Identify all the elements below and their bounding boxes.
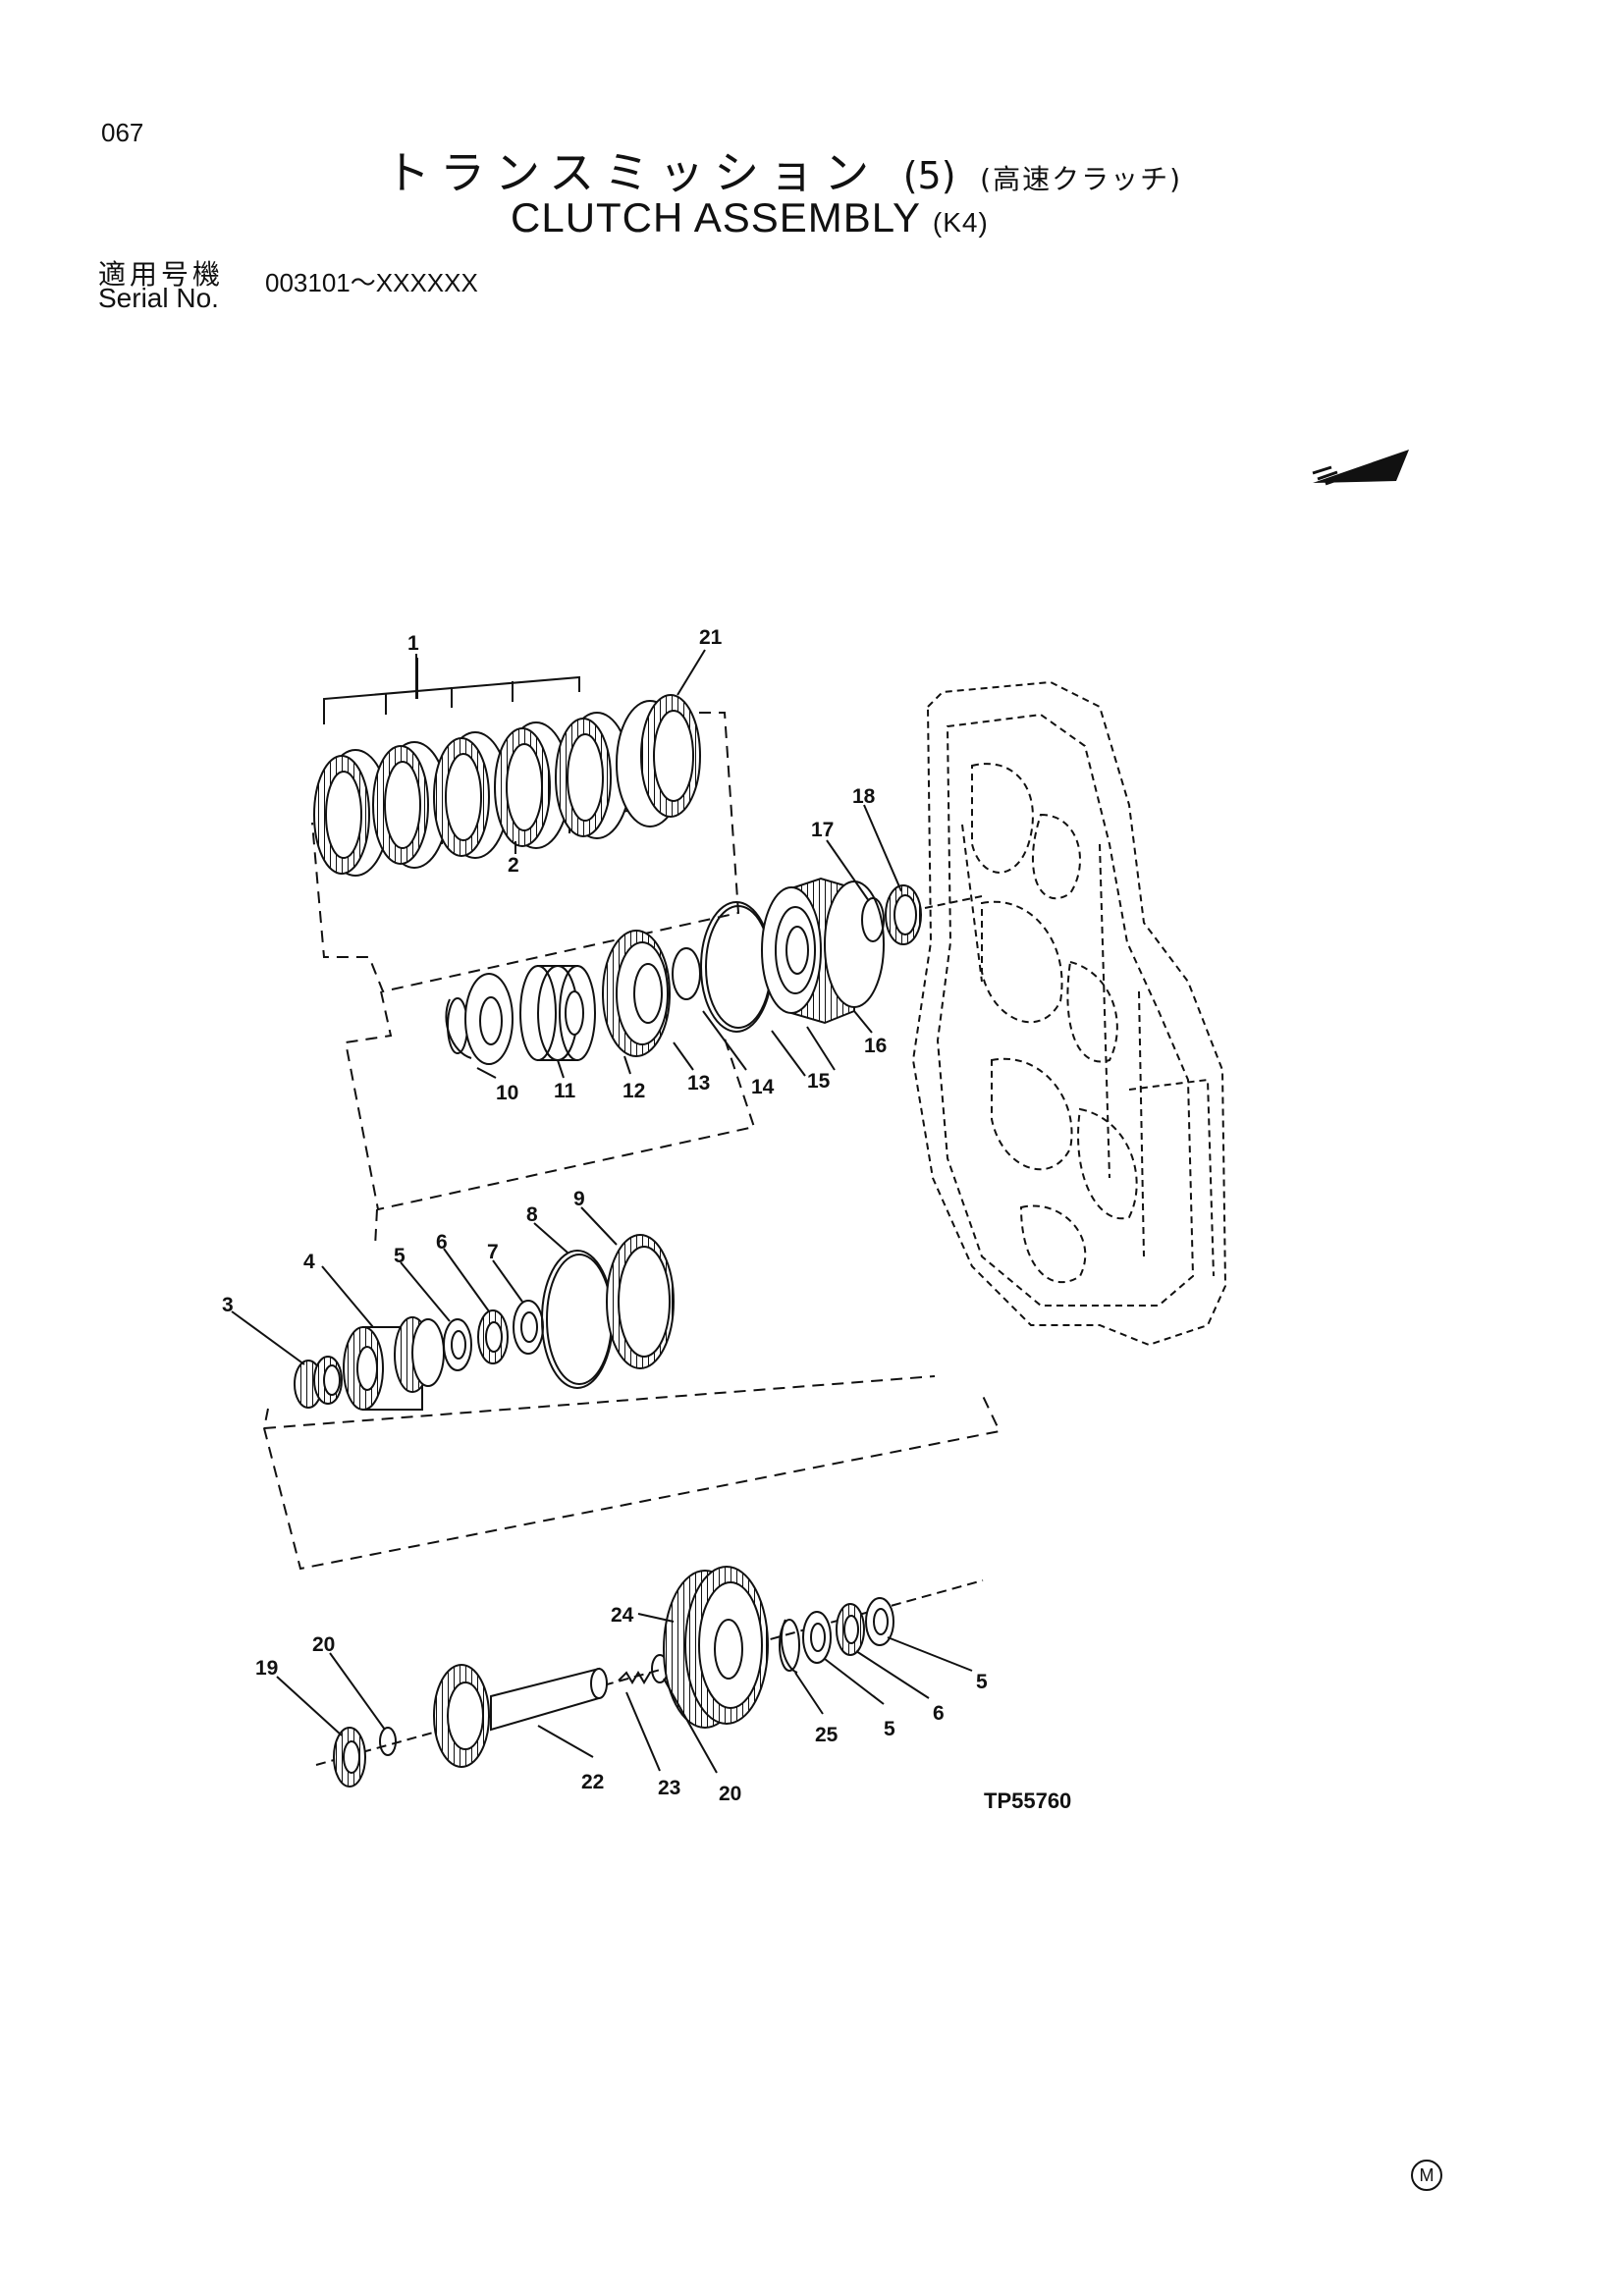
transmission-housing	[911, 680, 1227, 1347]
front-direction-arrow-icon	[1312, 450, 1409, 486]
part-18-bearing	[885, 884, 922, 945]
title-jp-sub: (高速クラッチ)	[980, 163, 1183, 195]
callout-10: 10	[496, 1082, 518, 1104]
title-en-sub: (K4)	[932, 207, 989, 238]
part-4-gear	[343, 1316, 445, 1411]
part-7-washer	[513, 1300, 544, 1355]
callout-5c: 5	[976, 1671, 988, 1693]
part-13-bearing	[602, 930, 671, 1057]
grouping-frames	[262, 712, 1001, 1571]
callout-23: 23	[658, 1777, 680, 1799]
part-9-ring-gear	[606, 1234, 675, 1369]
part-16-clutch-drum	[761, 877, 885, 1025]
title-jp-main: トランスミッション	[385, 146, 880, 199]
serial-label-jp: 適用号機	[98, 258, 225, 291]
part-14-o-ring	[672, 947, 701, 1000]
callout-3: 3	[222, 1294, 234, 1316]
callout-21: 21	[699, 626, 723, 649]
serial-range: 003101～XXXXXX	[265, 268, 478, 297]
part-25-snap-ring	[779, 1619, 800, 1674]
part-8-seal-ring	[541, 1250, 614, 1389]
callout-2: 2	[508, 854, 519, 877]
lower-middle-row-parts	[294, 1234, 675, 1411]
clutch-plate-stack	[313, 658, 701, 877]
part-5-washer	[443, 1318, 472, 1371]
part-19-bearing	[333, 1727, 366, 1788]
callout-20: 20	[312, 1633, 335, 1656]
callout-12: 12	[623, 1080, 645, 1102]
callout-5: 5	[394, 1245, 406, 1267]
serial-label-en: Serial No.	[98, 283, 219, 313]
callout-17: 17	[811, 819, 834, 841]
part-17-snap-ring	[861, 897, 885, 942]
callout-24: 24	[611, 1604, 634, 1627]
callout-19: 19	[255, 1657, 278, 1680]
part-24-gear	[663, 1566, 769, 1729]
part-5c-washer	[865, 1597, 894, 1646]
callout-4: 4	[303, 1251, 315, 1273]
callout-11: 11	[554, 1080, 576, 1102]
callout-14: 14	[751, 1076, 775, 1098]
title-jp-paren: (5)	[902, 154, 956, 197]
callout-16: 16	[864, 1035, 887, 1057]
callout-7: 7	[487, 1241, 499, 1263]
part-12-piston	[519, 965, 596, 1061]
callout-13: 13	[687, 1072, 710, 1095]
page-number: 067	[101, 118, 144, 147]
part-23-spring	[618, 1671, 651, 1684]
callout-8: 8	[526, 1203, 538, 1226]
callout-18: 18	[852, 785, 876, 808]
callout-labels: 1 21 2 17 18 16 10 11 12 13 14 15 3 4 5 …	[222, 626, 988, 1805]
part-20-snap-ring	[379, 1727, 397, 1756]
manual-mark-icon: M	[1411, 2160, 1442, 2191]
middle-row-parts	[445, 877, 983, 1065]
part-22-shaft	[433, 1664, 608, 1768]
callout-25: 25	[815, 1724, 839, 1746]
part-6b-thrust-bearing	[836, 1603, 865, 1656]
callout-6b: 6	[933, 1702, 945, 1725]
part-5b-washer	[802, 1611, 832, 1664]
callout-6: 6	[436, 1231, 448, 1254]
part-15-seal-ring	[700, 901, 773, 1033]
title-en-main: CLUTCH ASSEMBLY	[511, 194, 921, 240]
part-3-needle-bearing	[294, 1356, 343, 1409]
reference-code: TP55760	[984, 1789, 1072, 1813]
page-title-jp: トランスミッション (5) (高速クラッチ)	[385, 137, 1182, 202]
callout-20b: 20	[719, 1783, 741, 1805]
part-6-thrust-bearing	[477, 1309, 509, 1364]
part-11-washer	[464, 973, 514, 1065]
callout-5b: 5	[884, 1718, 895, 1740]
callout-9: 9	[573, 1188, 585, 1210]
page-title-en: CLUTCH ASSEMBLY (K4)	[511, 194, 989, 241]
callout-22: 22	[581, 1771, 604, 1793]
callout-15: 15	[807, 1070, 831, 1093]
callout-1: 1	[407, 632, 419, 655]
leader-lines	[231, 649, 973, 1774]
bottom-row-parts	[315, 1566, 984, 1788]
